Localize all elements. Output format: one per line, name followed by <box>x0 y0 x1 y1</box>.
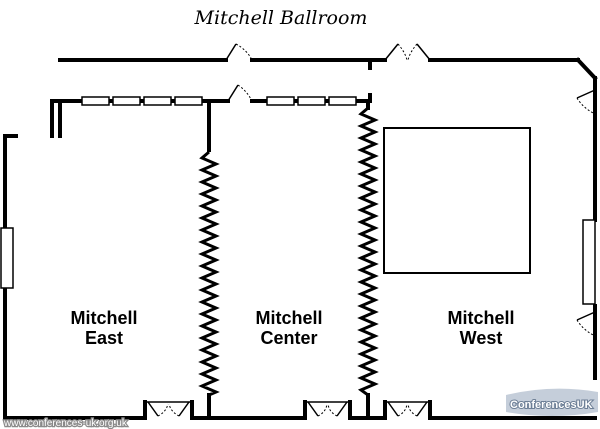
room-west-line1: Mitchell <box>447 308 514 328</box>
stage-area <box>383 127 531 274</box>
watermark-url: www.conferences-uk.org.uk <box>2 417 129 429</box>
watermark-logo: ConferencesUK <box>506 388 598 416</box>
partition-center-west <box>357 106 379 397</box>
room-east-line2: East <box>85 328 123 348</box>
door-right-lower <box>576 311 596 337</box>
door-bottom-west <box>385 401 430 417</box>
door-inner-top <box>227 84 253 102</box>
room-dividers <box>207 99 370 420</box>
door-top-double <box>384 43 431 61</box>
room-west-line2: West <box>460 328 503 348</box>
door-bottom-east <box>145 401 192 417</box>
room-label-east: Mitchell East <box>70 308 137 348</box>
left-window <box>0 227 14 289</box>
top-windows <box>81 96 357 106</box>
room-label-west: Mitchell West <box>447 308 514 348</box>
logo-swoosh-icon <box>506 388 598 416</box>
right-wall <box>575 57 598 380</box>
room-east-line1: Mitchell <box>70 308 137 328</box>
plan-title: Mitchell Ballroom <box>194 7 368 29</box>
left-wall <box>3 134 18 420</box>
partition-east-center <box>198 150 220 397</box>
room-label-center: Mitchell Center <box>255 308 322 348</box>
svg-text:www.conferences-uk.org.uk: www.conferences-uk.org.uk <box>3 418 128 429</box>
door-right-upper <box>576 89 596 115</box>
room-center-line2: Center <box>260 328 317 348</box>
room-center-line1: Mitchell <box>255 308 322 328</box>
door-top-1 <box>225 43 253 61</box>
right-window <box>582 219 596 305</box>
door-bottom-center <box>305 401 350 417</box>
top-outer-wall <box>58 58 580 70</box>
svg-text:ConferencesUK: ConferencesUK <box>510 399 593 411</box>
